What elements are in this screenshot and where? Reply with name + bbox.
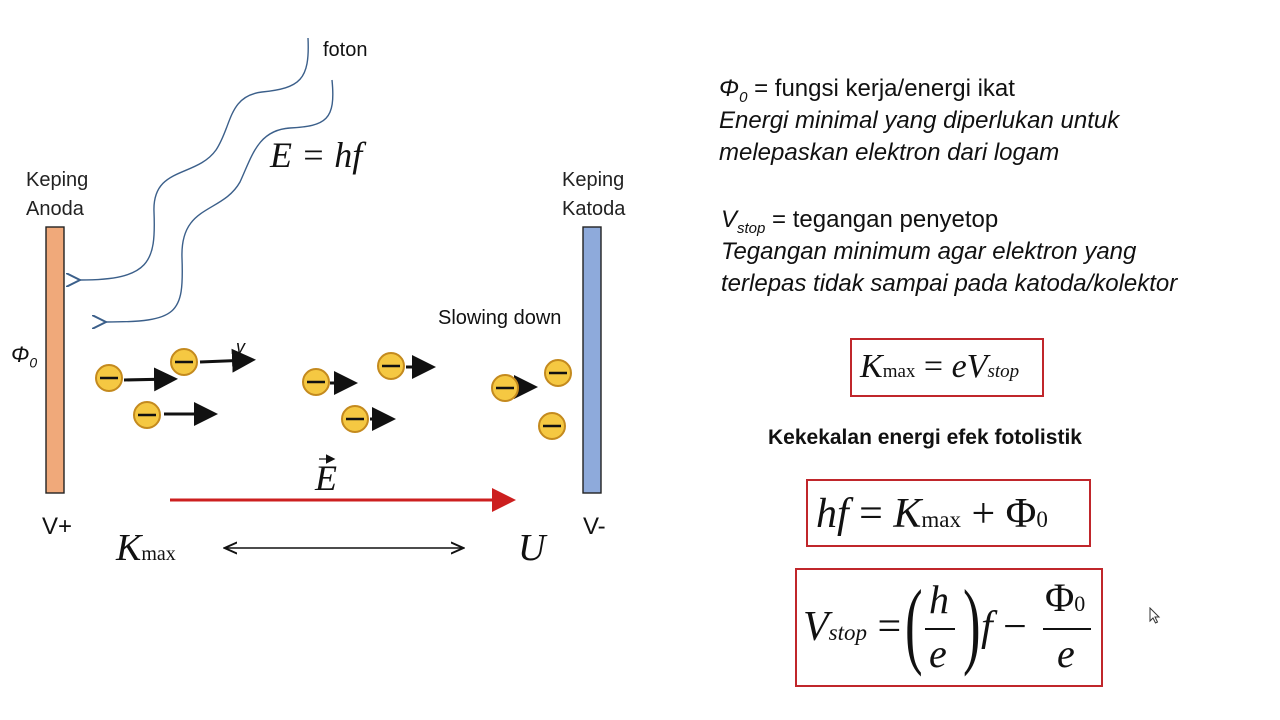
velocity-arrow: [123, 367, 178, 392]
cathode-plate: [582, 226, 602, 494]
equation-energy-conservation: hf = Kmax + Φ0: [816, 491, 1048, 537]
photon-energy-label: E = hf: [270, 135, 363, 175]
work-function-desc-1: Energi minimal yang diperlukan untuk: [719, 107, 1120, 134]
anode-label: Keping Anoda: [26, 169, 89, 220]
fraction-e-2: e: [1057, 631, 1075, 676]
photoelectric-diagram: [45, 37, 602, 720]
equation-stopping-box: Vstop = ( ) h e f − Φ0 e: [795, 568, 1103, 687]
equation-stopping-lhs: Vstop =: [803, 604, 902, 650]
equation-stopping-f: f −: [981, 604, 1027, 650]
work-function-label: Φ0: [11, 342, 38, 371]
kmax-label: Kmax: [116, 527, 176, 569]
conservation-title: Kekekalan energi efek fotolistik: [768, 426, 1082, 449]
anode-potential: V+: [42, 513, 73, 540]
paren-left: (: [905, 570, 923, 677]
potential-energy-label: U: [518, 527, 546, 569]
equation-energy-box: hf = Kmax + Φ0: [806, 479, 1091, 547]
fraction-e-1: e: [929, 631, 947, 676]
photon-wave-1: [80, 37, 309, 280]
fraction-bar-2: [1043, 628, 1091, 630]
slowing-down-label: Slowing down: [438, 307, 562, 329]
cathode-potential: V-: [583, 513, 606, 540]
fraction-phi: Φ0: [1045, 575, 1086, 620]
cathode-label: Keping Katoda: [562, 169, 626, 220]
cursor-icon: [1149, 607, 1161, 624]
work-function-definition: Φ0 = fungsi kerja/energi ikat: [719, 75, 1015, 106]
stopping-voltage-definition: Vstop = tegangan penyetop: [721, 206, 999, 237]
paren-right: ): [963, 570, 981, 677]
work-function-desc-2: melepaskan elektron dari logam: [719, 139, 1060, 166]
photon-wave-2: [106, 79, 334, 322]
fraction-h: h: [929, 577, 949, 622]
fraction-bar-1: [925, 628, 955, 630]
field-label: E: [315, 458, 337, 498]
anode-plate: [45, 226, 65, 494]
velocity-arrow: [199, 348, 256, 373]
velocity-label: v: [236, 337, 245, 357]
stopping-voltage-desc-2: terlepas tidak sampai pada katoda/kolekt…: [721, 270, 1178, 297]
equation-kmax-box: Kmax = eVstop: [850, 338, 1044, 397]
equation-kmax: Kmax = eVstop: [860, 348, 1020, 385]
stopping-voltage-desc-1: Tegangan minimum agar elektron yang: [721, 238, 1137, 265]
photon-label: foton: [323, 39, 368, 61]
